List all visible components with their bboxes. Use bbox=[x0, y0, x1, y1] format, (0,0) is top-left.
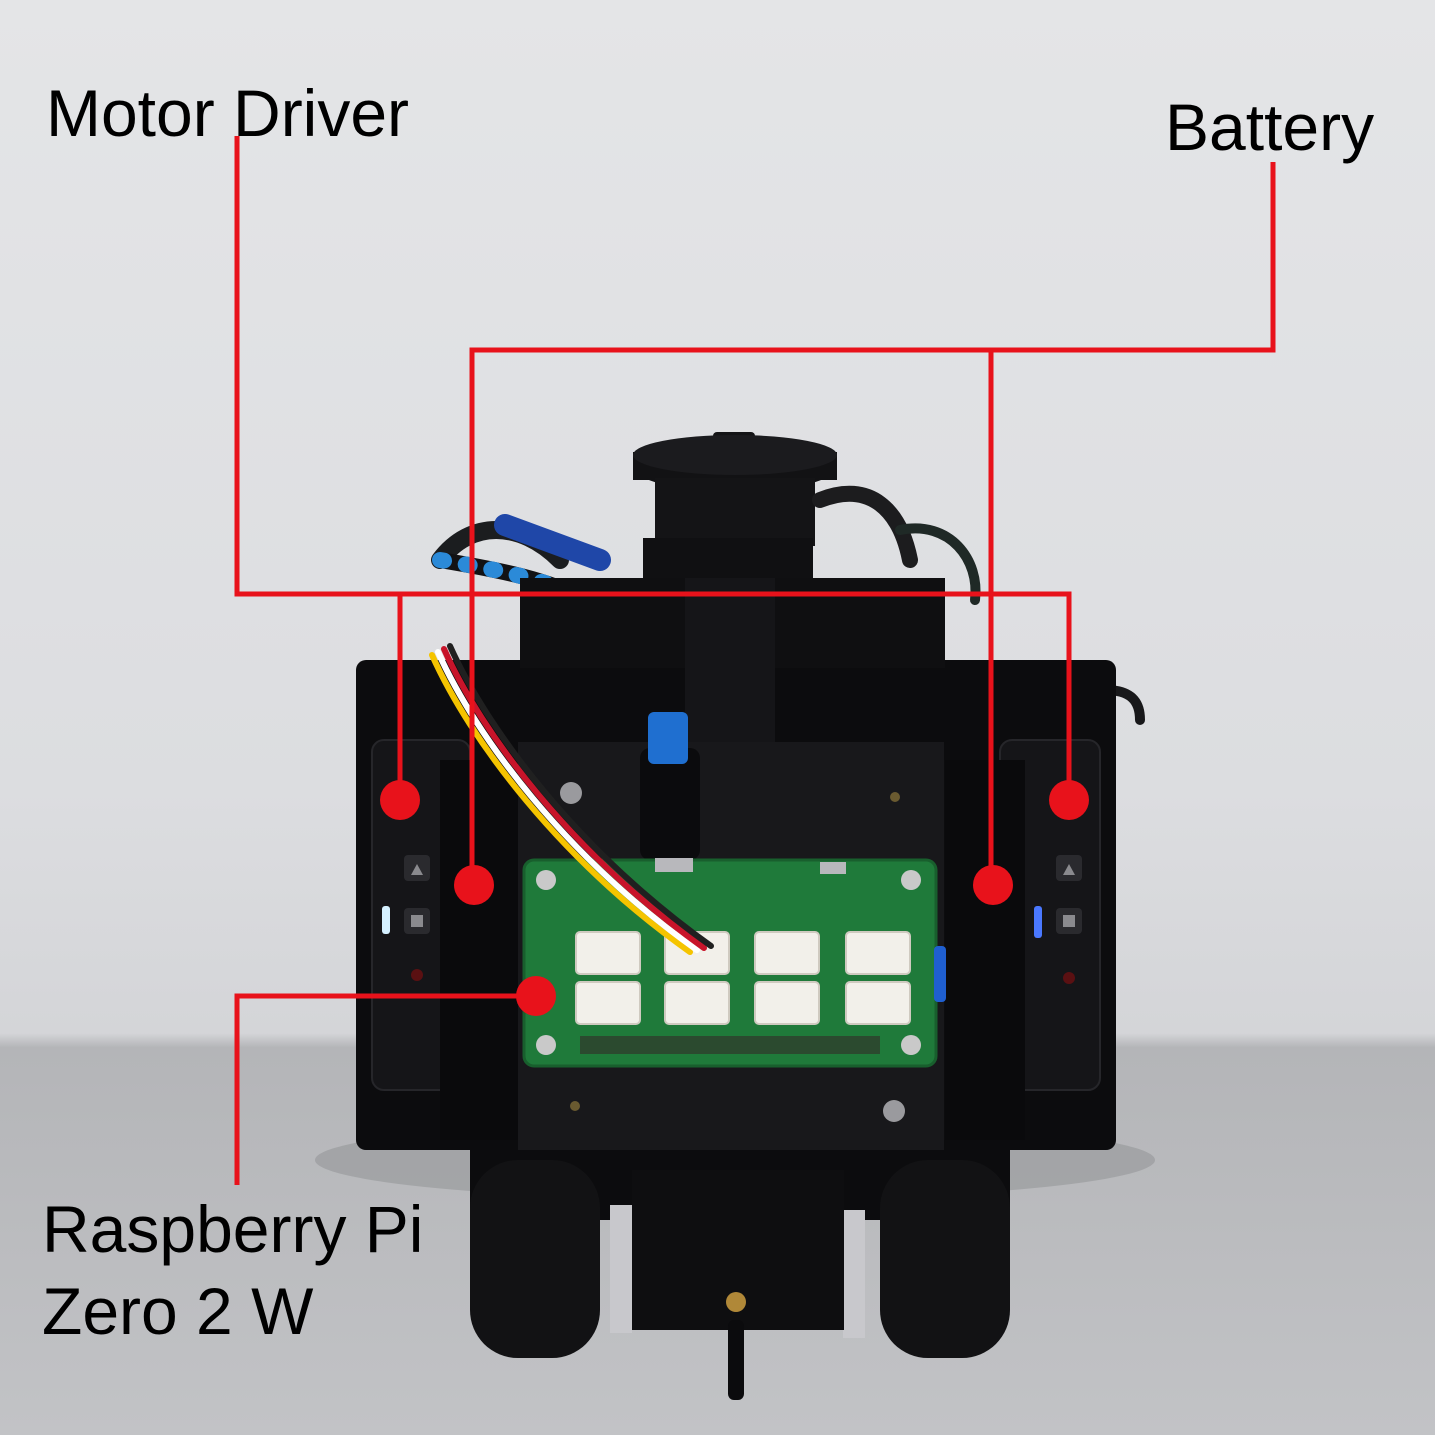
ribbon-wire bbox=[429, 643, 714, 955]
raspberry-pi-label-line2: Zero 2 W bbox=[42, 1274, 314, 1348]
raspberry-pi-callout-line bbox=[234, 993, 536, 1185]
motor-driver-callout-line bbox=[234, 136, 1072, 800]
callout-lines bbox=[234, 136, 1276, 1185]
raspberry-pi-label: Raspberry Pi Zero 2 W bbox=[42, 1188, 423, 1352]
battery-label: Battery bbox=[1165, 90, 1375, 164]
side-buttons bbox=[382, 855, 1082, 984]
battery-dot-left bbox=[454, 865, 494, 905]
raspberry-pi-label-line1: Raspberry Pi bbox=[42, 1192, 424, 1266]
motor-driver-dot-right bbox=[1049, 780, 1089, 820]
wheels bbox=[470, 1150, 1010, 1400]
battery-callout-line bbox=[469, 162, 1276, 885]
top-turntable bbox=[633, 432, 837, 588]
motor-driver-label: Motor Driver bbox=[46, 76, 410, 150]
motor-driver-dot-left bbox=[380, 780, 420, 820]
battery-dot-right bbox=[973, 865, 1013, 905]
raspberry-pi-dot bbox=[516, 976, 556, 1016]
callout-dots bbox=[380, 780, 1089, 1016]
raspberry-pi-board bbox=[522, 712, 946, 1068]
